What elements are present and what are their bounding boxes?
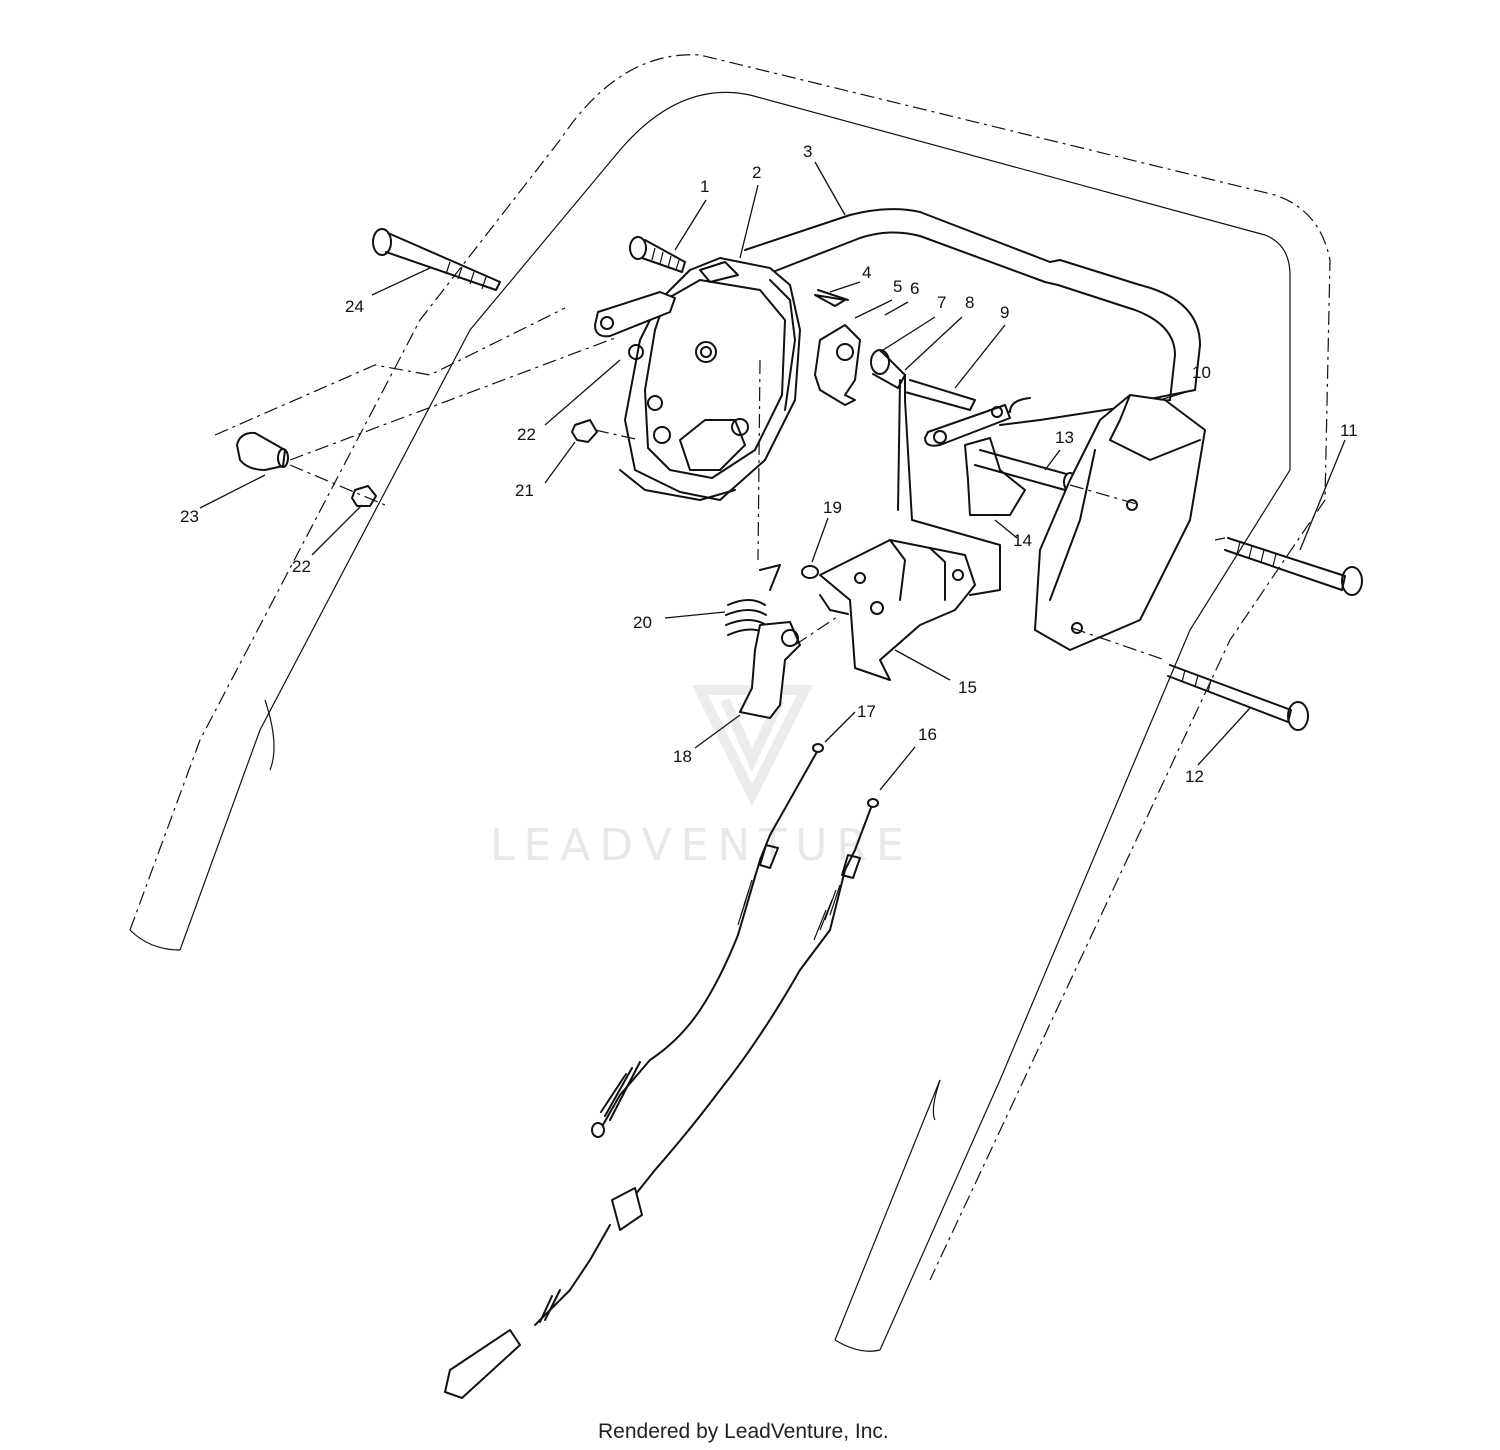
callout-labels: 1 2 3 4 5 6 7 8 9 10 11 12 13 14 15 16 1… <box>180 142 1358 786</box>
callout-8: 8 <box>965 293 974 312</box>
callout-22-lower: 22 <box>292 557 311 576</box>
callout-12: 12 <box>1185 767 1204 786</box>
callout-11: 11 <box>1340 421 1358 440</box>
watermark-text: LEADVENTURE <box>490 820 913 871</box>
callout-3: 3 <box>803 142 812 161</box>
screw-part-1 <box>629 236 686 273</box>
callout-13: 13 <box>1055 428 1074 447</box>
callout-19: 19 <box>823 498 842 517</box>
assembly-lines <box>214 307 1226 661</box>
callout-5: 5 <box>893 277 902 296</box>
callout-23: 23 <box>180 507 199 526</box>
cable-part-16 <box>444 798 879 1399</box>
small-parts-4-5-6 <box>814 289 849 307</box>
callout-14: 14 <box>1013 531 1032 550</box>
bushing-part-23 <box>236 431 289 471</box>
bolt-part-12 <box>1167 664 1309 731</box>
callout-4: 4 <box>862 263 871 282</box>
callout-2: 2 <box>752 163 761 182</box>
footer-credit: Rendered by LeadVenture, Inc. <box>598 1420 889 1443</box>
callout-9: 9 <box>1000 303 1009 322</box>
cable-part-17 <box>591 743 824 1138</box>
callout-24: 24 <box>345 297 364 316</box>
link-arm <box>594 291 676 360</box>
callout-20: 20 <box>633 613 652 632</box>
callout-21: 21 <box>515 481 534 500</box>
lever-arm-14 <box>924 404 1077 516</box>
callout-10: 10 <box>1192 363 1211 382</box>
callout-17: 17 <box>857 702 876 721</box>
washer-part-19 <box>801 565 819 579</box>
nut-part-22 <box>351 485 377 507</box>
callout-22-upper: 22 <box>517 425 536 444</box>
cover-part-10 <box>1034 394 1206 651</box>
nut-part-21 <box>571 419 598 443</box>
lever-part-18 <box>739 621 801 719</box>
pins-7-8-9 <box>870 349 1001 596</box>
bail-lever <box>744 208 1201 426</box>
handle-outline <box>129 54 1331 1352</box>
callout-18: 18 <box>673 747 692 766</box>
cam-rotor <box>814 324 861 406</box>
callout-7: 7 <box>937 293 946 312</box>
bolt-part-24 <box>372 228 501 291</box>
control-housing <box>619 257 801 501</box>
leader-lines <box>199 161 1346 791</box>
bracket-part-15 <box>819 539 976 681</box>
spring-part-20 <box>725 564 781 636</box>
callout-15: 15 <box>958 678 977 697</box>
callout-1: 1 <box>700 177 709 196</box>
bolt-part-11 <box>1224 537 1363 596</box>
callout-6: 6 <box>910 279 919 298</box>
callout-16: 16 <box>918 725 937 744</box>
